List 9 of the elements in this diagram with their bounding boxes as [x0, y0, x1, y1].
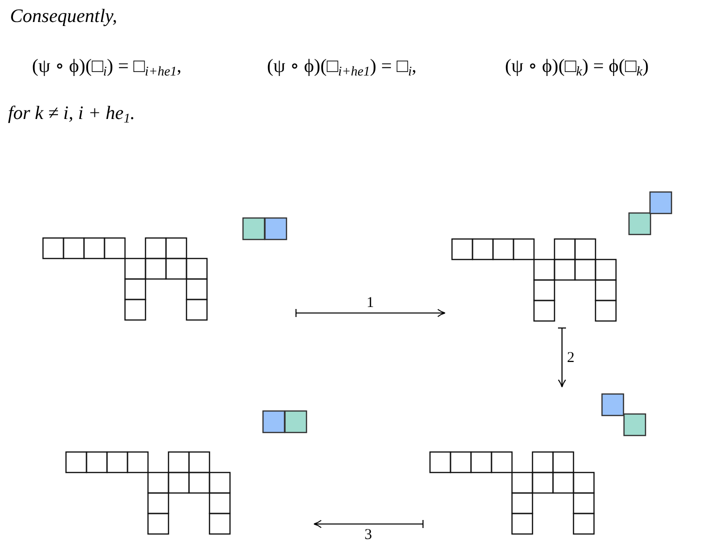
condition-text: for k ≠ i, i + he$_{1}$.: [8, 103, 136, 126]
cell-diagram: [42, 217, 290, 321]
cell-diagram: [451, 191, 673, 322]
equation: (ψ ∘ ϕ)(□$_{i}$) = □$_{i+he1}$,: [32, 56, 182, 79]
intro-text: Consequently,: [10, 6, 118, 29]
equation: (ψ ∘ ϕ)(□$_{k}$) = ϕ(□$_{k}$): [505, 56, 649, 79]
cell-diagram: [65, 410, 308, 535]
cell-diagram: [429, 393, 647, 535]
equation: (ψ ∘ ϕ)(□$_{i+he1}$) = □$_{i}$,: [267, 56, 417, 79]
